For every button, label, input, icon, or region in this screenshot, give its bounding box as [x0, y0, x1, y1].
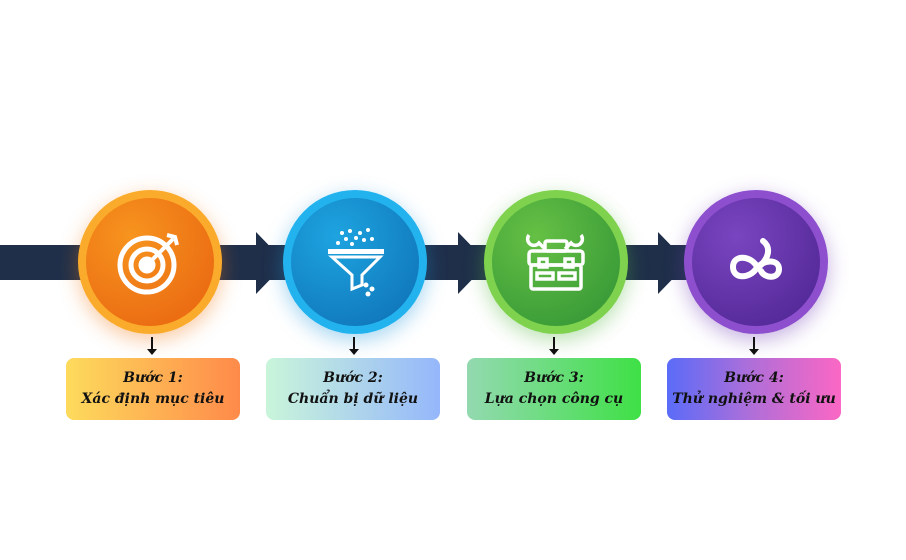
step-label: Lựa chọn công cụ: [484, 391, 624, 407]
step-4-circle: [684, 190, 828, 334]
step-3-card: Bước 3: Lựa chọn công cụ: [467, 358, 641, 420]
target-icon: [117, 233, 179, 295]
infinity-loop-icon: [729, 238, 783, 280]
arrow-head: [458, 232, 488, 294]
step-2-card: Bước 2: Chuẩn bị dữ liệu: [266, 358, 440, 420]
step-1-card: Bước 1: Xác định mục tiêu: [66, 358, 240, 420]
step-2-circle: [283, 190, 427, 334]
arrow-head: [256, 232, 286, 294]
toolbox-icon: [525, 233, 585, 291]
step-label: Thử nghiệm & tối ưu: [672, 391, 836, 407]
arrow-head: [658, 232, 688, 294]
step-3-circle: [484, 190, 628, 334]
step-label: Xác định mục tiêu: [81, 391, 225, 407]
step-4-card: Bước 4: Thử nghiệm & tối ưu: [667, 358, 841, 420]
step-title: Bước 1:: [123, 370, 183, 386]
connector-arrow: [147, 337, 157, 355]
connector-arrow: [349, 337, 359, 355]
step-1-circle: [78, 190, 222, 334]
funnel-icon: [328, 228, 384, 297]
connector-arrow: [749, 337, 759, 355]
connector-arrow: [549, 337, 559, 355]
step-title: Bước 4:: [724, 370, 784, 386]
step-title: Bước 3:: [524, 370, 584, 386]
step-label: Chuẩn bị dữ liệu: [287, 391, 419, 407]
step-title: Bước 2:: [323, 370, 383, 386]
